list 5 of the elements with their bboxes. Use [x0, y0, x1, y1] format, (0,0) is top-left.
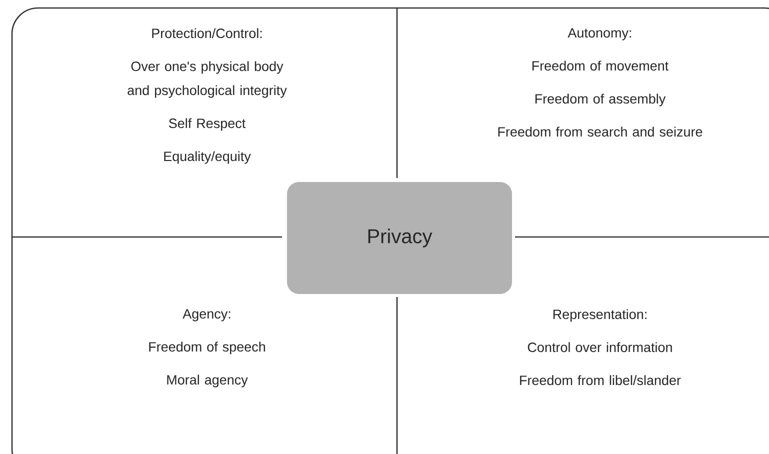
center-box: Privacy	[287, 182, 512, 294]
quadrant-text: Protection/Control: Over one's physical body and psychological integrity Self Respect Equality/equity	[128, 28, 287, 164]
quadrant-text: Representation: Control over information Freedom from libel/slander	[520, 309, 681, 386]
quadrant-text: Autonomy: Freedom of movement Freedom of assembly Freedom from search and seizure	[498, 28, 702, 137]
quadrant-text: Agency: Freedom of speech Moral agency	[149, 309, 266, 388]
